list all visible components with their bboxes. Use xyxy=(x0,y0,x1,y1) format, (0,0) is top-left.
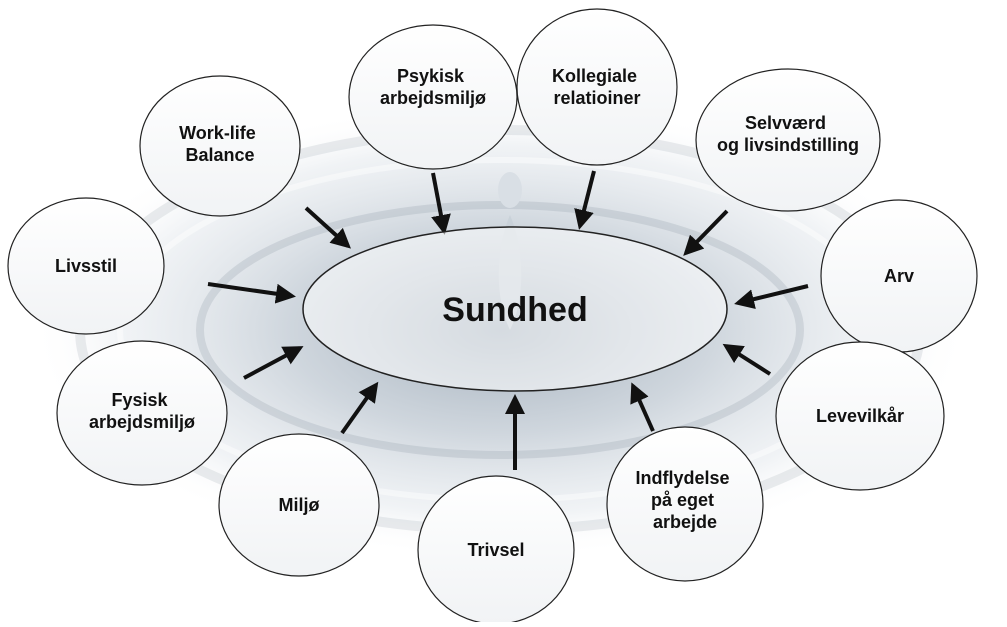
arrow-indflydelse xyxy=(630,382,655,432)
factor-label: Kollegiale xyxy=(552,66,637,86)
factor-label: Selvværd xyxy=(745,113,826,133)
factor-psykisk-arbejdsmiljo: Psykisk arbejdsmiljø xyxy=(348,24,518,170)
factor-label: og livsindstilling xyxy=(717,135,859,155)
factor-label: Indflydelse xyxy=(635,468,729,488)
factor-label: Balance xyxy=(185,145,254,165)
svg-text:Selvværd og livsindstill: Selvværd og livsindstilling xyxy=(717,113,859,155)
arrows xyxy=(207,170,809,470)
svg-text:Arv: Arv xyxy=(884,266,914,286)
arrow-livsstil xyxy=(207,282,296,304)
svg-text:Levevilkår: Levevilkår xyxy=(816,406,904,426)
factor-trivsel: Trivsel xyxy=(417,475,575,625)
svg-text:Fysisk arbejdsmiljø: Fysisk arbejdsmiljø xyxy=(89,390,195,432)
arrow-kollegiale-relationer xyxy=(574,170,596,230)
factor-selvvaerd: Selvværd og livsindstilling xyxy=(695,68,881,212)
factor-arv: Arv xyxy=(820,199,978,353)
arrow-fysisk-arbejdsmiljo xyxy=(243,346,304,380)
svg-text:Work-life Balance: Work-life Balance xyxy=(179,123,261,165)
factor-label: Work-life xyxy=(179,123,256,143)
factor-indflydelse: Indflydelse på eget arbejde xyxy=(606,426,764,582)
factor-label: arbejdsmiljø xyxy=(380,88,486,108)
factor-livsstil: Livsstil xyxy=(7,197,165,335)
factor-fysisk-arbejdsmiljo: Fysisk arbejdsmiljø xyxy=(56,340,228,486)
factor-kollegiale-relationer: Kollegiale relatioiner xyxy=(516,8,678,166)
factor-label: relatioiner xyxy=(553,88,640,108)
center-label: Sundhed xyxy=(442,291,587,329)
svg-text:Livsstil: Livsstil xyxy=(55,256,117,276)
factor-levevilkar: Levevilkår xyxy=(775,341,945,491)
arrow-psykisk-arbejdsmiljo xyxy=(431,172,451,235)
factor-label: Miljø xyxy=(279,495,320,515)
arrow-levevilkar xyxy=(722,343,772,376)
factor-work-life-balance: Work-life Balance xyxy=(139,75,301,217)
factor-label: arbejde xyxy=(653,512,717,532)
svg-text:Indflydelse på eget: Indflydelse på eget arbejde xyxy=(635,468,734,532)
factor-label: på eget xyxy=(651,490,714,510)
svg-text:Miljø: Miljø xyxy=(279,495,320,515)
arrow-miljo xyxy=(340,381,379,435)
center-node: Sundhed xyxy=(302,226,728,392)
factor-label: Psykisk xyxy=(397,66,465,86)
factor-label: Trivsel xyxy=(467,540,524,560)
arrow-work-life-balance xyxy=(304,206,351,249)
svg-text:Kollegiale relatioiner: Kollegiale relatioiner xyxy=(552,66,642,108)
factor-label: Fysisk xyxy=(111,390,168,410)
factor-label: Levevilkår xyxy=(816,406,904,426)
factor-miljo: Miljø xyxy=(218,433,380,577)
svg-text:Trivsel: Trivsel xyxy=(467,540,524,560)
svg-text:Psykisk arbejdsmiljø: Psykisk arbejdsmiljø xyxy=(380,66,486,108)
factor-label: Arv xyxy=(884,266,914,286)
factor-label: arbejdsmiljø xyxy=(89,412,195,432)
factor-label: Livsstil xyxy=(55,256,117,276)
water-drop-icon xyxy=(498,172,522,208)
arrow-selvvaerd xyxy=(683,209,729,256)
arrow-arv xyxy=(734,284,809,309)
